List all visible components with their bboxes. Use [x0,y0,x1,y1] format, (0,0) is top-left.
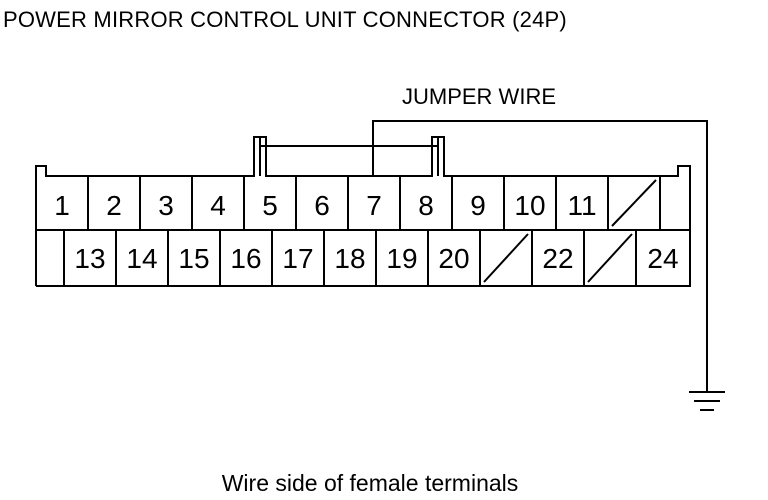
terminal-18: 18 [334,243,365,274]
connector-housing [35,136,691,287]
unused-terminal-slash [483,233,529,283]
terminal-17: 17 [282,243,313,274]
terminal-16: 16 [230,243,261,274]
terminal-8: 8 [418,190,434,221]
terminal-13: 13 [74,243,105,274]
terminal-5: 5 [262,190,278,221]
jumper-wire-label: JUMPER WIRE [402,84,556,109]
terminal-7: 7 [366,190,382,221]
terminal-1: 1 [54,190,70,221]
terminal-22: 22 [542,243,573,274]
terminal-2: 2 [106,190,122,221]
terminal-15: 15 [178,243,209,274]
jumper-wire [259,137,439,176]
terminal-3: 3 [158,190,174,221]
terminal-9: 9 [470,190,486,221]
housing-outline [35,136,691,287]
unused-terminal-slash [587,233,633,283]
terminal-19: 19 [386,243,417,274]
terminal-6: 6 [314,190,330,221]
ground-icon [689,391,725,411]
terminal-24: 24 [647,243,678,274]
terminal-4: 4 [210,190,226,221]
terminal-11: 11 [567,190,596,221]
ground-wire [372,120,708,392]
caption: Wire side of female terminals [222,470,519,496]
terminal-10: 10 [514,190,545,221]
terminal-20: 20 [438,243,469,274]
terminal-14: 14 [126,243,157,274]
unused-terminal-slash [611,179,657,227]
terminal-grid: 1 2 3 4 5 6 7 8 9 10 11 13 14 15 16 17 18 19 20 22 24 [54,176,679,286]
diagram-title: POWER MIRROR CONTROL UNIT CONNECTOR (24P… [3,7,567,32]
